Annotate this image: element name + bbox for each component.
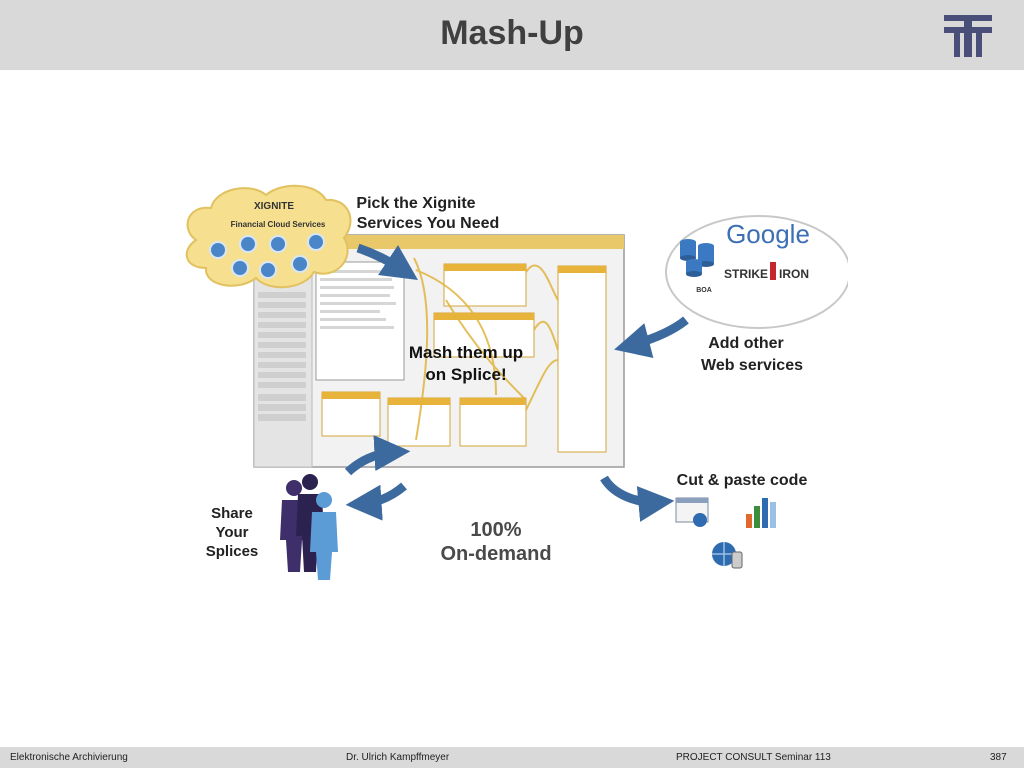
on-demand-label: On-demand [440, 543, 551, 565]
share-arrow-up [344, 435, 411, 476]
page-number: 387 [990, 752, 1007, 763]
cut-paste-arrow [600, 475, 675, 522]
pick-arrow [356, 243, 418, 280]
slide-footer: Elektronische Archivierung Dr. Ulrich Ka… [0, 747, 1024, 768]
add-services-label-line1: Add other [708, 335, 784, 352]
globe-phone-icon [712, 542, 743, 569]
footer-author: Dr. Ulrich Kampffmeyer [346, 752, 450, 763]
share-label-line3: Splices [206, 543, 259, 560]
slide-header: Mash-Up [0, 0, 1024, 70]
boa-label: BOA [696, 287, 712, 294]
pick-services-label-line2: Services You Need [357, 215, 500, 232]
browser-window-icon [675, 497, 709, 527]
slide-title: Mash-Up [440, 14, 584, 52]
mashup-figure: XIGNITE Financial Cloud Services Pick th… [176, 180, 851, 590]
cut-paste-label: Cut & paste code [677, 472, 808, 489]
mash-label-line2: on Splice! [425, 365, 506, 384]
on-demand-percent: 100% [470, 519, 521, 541]
database-icon [680, 239, 714, 277]
pick-services-label-line1: Pick the Xignite [356, 195, 475, 212]
google-logo: Google [726, 219, 810, 249]
cloud-title: XIGNITE [254, 201, 294, 212]
project-consult-logo [944, 15, 992, 57]
strikeiron-logo-strike: STRIKE [724, 267, 768, 281]
cloud-subtitle: Financial Cloud Services [231, 220, 326, 229]
people-icon [280, 474, 338, 580]
strikeiron-mark-icon [770, 262, 776, 280]
share-label-line2: Your [215, 524, 248, 541]
share-label-line1: Share [211, 505, 253, 522]
bar-chart-icon [746, 498, 776, 528]
xignite-cloud [185, 184, 352, 289]
footer-seminar: PROJECT CONSULT Seminar 113 [676, 752, 831, 763]
mash-label-line1: Mash them up [409, 343, 523, 362]
footer-course: Elektronische Archivierung [10, 752, 128, 763]
strikeiron-logo-iron: IRON [779, 267, 809, 281]
splice-app-screenshot [253, 234, 625, 468]
add-services-label-line2: Web services [701, 357, 803, 374]
add-services-arrow [614, 316, 689, 358]
share-arrow-down [345, 482, 407, 521]
